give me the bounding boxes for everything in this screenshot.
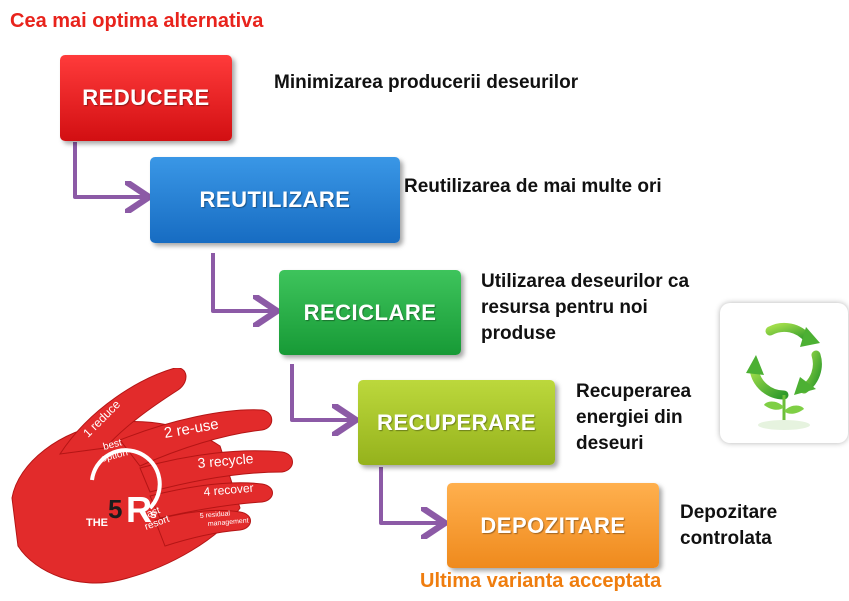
logo-the-text: THE	[86, 517, 108, 529]
step-landfill-desc: Depozitare controlata	[680, 500, 777, 552]
step-recycle-desc-line-2: resursa pentru noi	[481, 297, 648, 318]
arrow-recover-to-landfill	[379, 467, 441, 523]
last-text: last	[143, 505, 162, 521]
step-reduce-desc: Minimizarea producerii deseurilor	[274, 70, 578, 96]
logo-r-text: R	[126, 489, 152, 530]
step-landfill-box: DEPOZITARE	[447, 483, 659, 568]
step-landfill-label: DEPOZITARE	[480, 512, 626, 538]
logo-five-text: 5	[108, 494, 122, 524]
logo-s-text: s	[150, 507, 157, 521]
step-landfill-desc-line-1: Depozitare	[680, 502, 778, 523]
finger-recover-text: 4 recover	[203, 481, 254, 499]
step-reduce-box: REDUCERE	[60, 55, 232, 141]
step-recycle-box: RECICLARE	[279, 270, 461, 355]
step-reduce-desc-line: Minimizarea producerii deseurilor	[274, 72, 579, 93]
step-recycle-desc-line-3: produse	[481, 323, 556, 344]
step-recycle-label: RECICLARE	[303, 299, 437, 325]
5rs-logo: THE 5 R s	[86, 448, 162, 530]
arrow-reduce-to-reuse	[73, 142, 145, 197]
step-recover-desc: Recuperarea energiei din deseuri	[576, 379, 691, 457]
best-text: best	[102, 437, 123, 453]
step-landfill-desc-line-2: controlata	[680, 528, 772, 549]
best-option-heading: Cea mai optima alternativa	[10, 10, 264, 32]
arrow-reuse-to-recycle	[211, 253, 273, 311]
finger-recycle-text: 3 recycle	[197, 450, 254, 471]
step-recycle-desc-line-1: Utilizarea deseurilor ca	[481, 271, 690, 292]
step-reuse-desc-line: Reutilizarea de mai multe ori	[404, 176, 662, 197]
step-reuse-label: REUTILIZARE	[199, 187, 351, 212]
finger-management-text: management	[208, 517, 249, 528]
step-reduce-label: REDUCERE	[82, 85, 210, 110]
step-recover-desc-line-1: Recuperarea	[576, 381, 692, 402]
step-reuse-desc: Reutilizarea de mai multe ori	[404, 174, 662, 200]
step-recycle-desc: Utilizarea deseurilor ca resursa pentru …	[481, 269, 689, 347]
finger-residual-text: 5 residual	[200, 510, 231, 520]
recycle-card	[720, 303, 848, 443]
last-option-heading: Ultima varianta acceptata	[420, 570, 662, 592]
step-reuse-box: REUTILIZARE	[150, 157, 400, 243]
hand-5rs-illustration: 1 reduce 2 re-use 3 recycle 4 recover 5 …	[11, 368, 293, 584]
step-recover-box: RECUPERARE	[358, 380, 555, 465]
step-recover-label: RECUPERARE	[376, 409, 537, 435]
recycle-icon	[746, 322, 822, 430]
arrow-recycle-to-recover	[290, 364, 352, 420]
step-recover-desc-line-3: deseuri	[576, 433, 644, 454]
step-recover-desc-line-2: energiei din	[576, 407, 683, 428]
